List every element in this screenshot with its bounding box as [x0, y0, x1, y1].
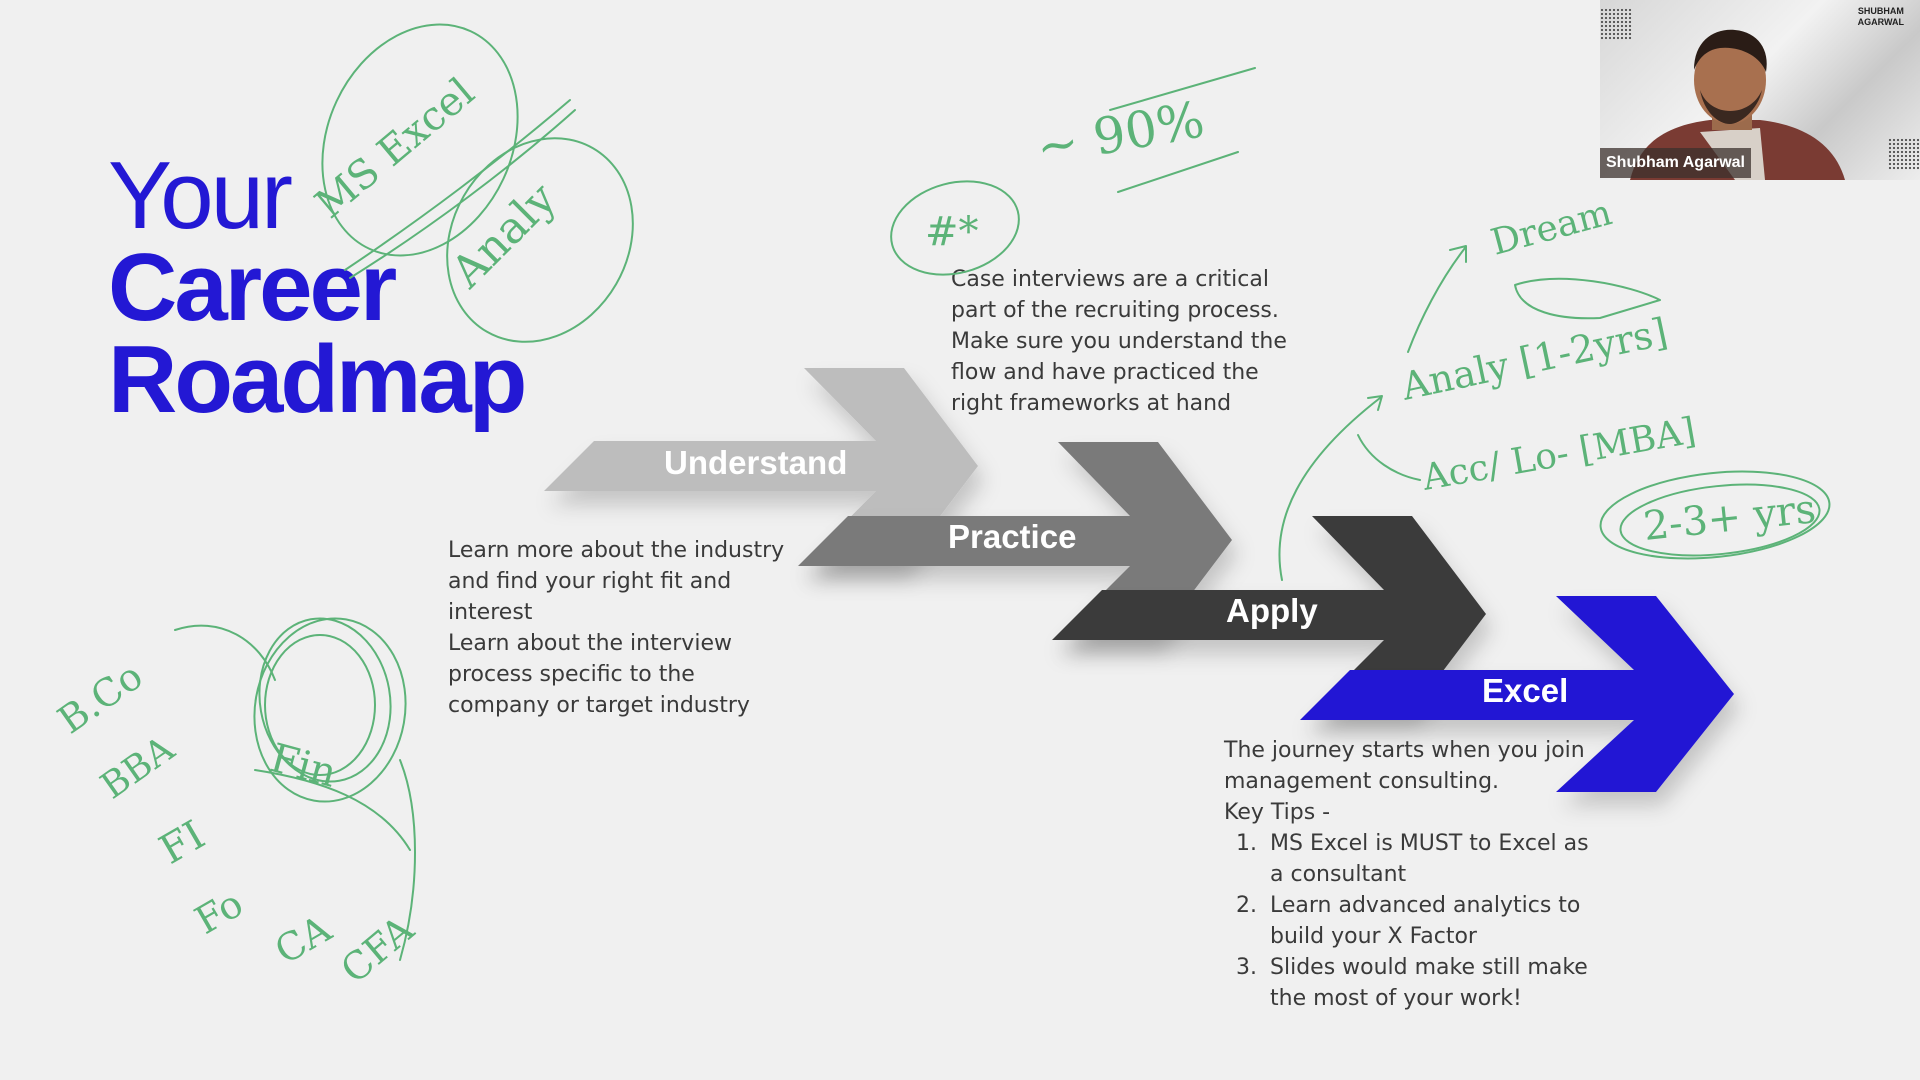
key-tip: Slides would make still make the most of…	[1264, 952, 1604, 1014]
label-practice: Practice	[948, 518, 1077, 555]
participant-name-label: Shubham Agarwal	[1600, 148, 1751, 178]
label-apply: Apply	[1226, 592, 1318, 629]
arrow-practice	[798, 442, 1232, 638]
key-tip: MS Excel is MUST to Excel as a consultan…	[1264, 828, 1604, 890]
key-tips-list: MS Excel is MUST to Excel as a consultan…	[1224, 828, 1604, 1014]
key-tip: Learn advanced analytics to build your X…	[1264, 890, 1604, 952]
title-line-roadmap: Roadmap	[108, 326, 527, 433]
arrow-excel	[1300, 596, 1734, 792]
participant-video-tile[interactable]: SHUBHAM AGARWAL Shubham Agarwal	[1600, 0, 1920, 180]
brand-logo: SHUBHAM AGARWAL	[1858, 6, 1904, 28]
excel-desc-p1: The journey starts when you join managem…	[1224, 738, 1585, 794]
arrow-understand	[544, 368, 978, 564]
label-understand: Understand	[664, 444, 848, 481]
brand-line-1: SHUBHAM	[1857, 6, 1904, 16]
label-excel: Excel	[1482, 672, 1569, 709]
excel-description: The journey starts when you join managem…	[1224, 735, 1604, 1014]
decorative-dot-grid	[1600, 8, 1632, 40]
understand-description: Learn more about the industry and find y…	[448, 535, 788, 721]
practice-desc-p1: Case interviews are a critical part of t…	[951, 267, 1287, 416]
practice-description: Case interviews are a critical part of t…	[951, 264, 1291, 419]
excel-desc-p2: Key Tips -	[1224, 800, 1331, 825]
decorative-dot-grid	[1888, 138, 1920, 170]
understand-desc-p1: Learn more about the industry and find y…	[448, 538, 785, 625]
brand-line-2: AGARWAL	[1857, 17, 1904, 27]
understand-desc-p2: Learn about the interview process specif…	[448, 631, 750, 718]
title-line-your: Your	[108, 142, 293, 249]
